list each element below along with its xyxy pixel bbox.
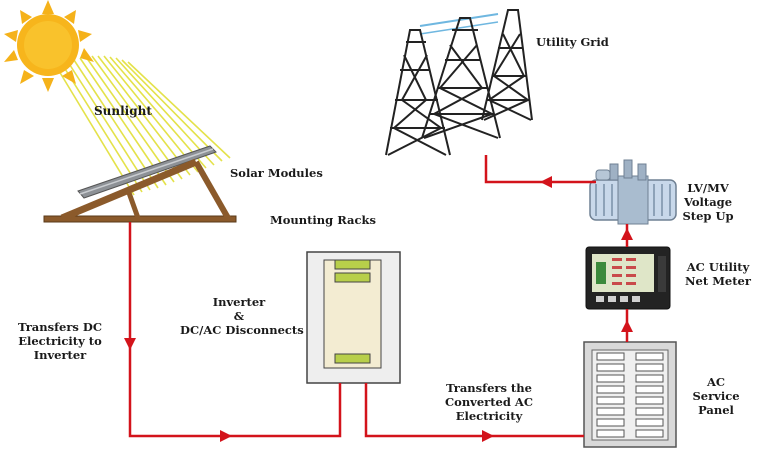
transformer-icon: [589, 159, 677, 225]
sunlight-label: Sunlight: [94, 104, 152, 118]
sun-icon: [4, 0, 94, 92]
sunlight-rays: [55, 55, 231, 196]
service-panel: [583, 341, 677, 448]
mounting-racks-label: Mounting Racks: [270, 213, 376, 227]
step-up-label: LV/MV Voltage Step Up: [682, 181, 734, 223]
net-meter-icon: [585, 246, 671, 310]
net-meter-label: AC Utility Net Meter: [685, 260, 751, 288]
utility-grid-towers: [385, 9, 533, 156]
ac-transfer-label: Transfers the Converted AC Electricity: [445, 381, 533, 423]
utility-grid-label: Utility Grid: [536, 35, 609, 49]
solar-modules-label: Solar Modules: [230, 166, 323, 180]
inverter-box: [306, 251, 401, 384]
solar-module: [77, 145, 217, 199]
inverter-label: Inverter & DC/AC Disconnects: [180, 295, 304, 337]
mounting-rack: [43, 158, 237, 223]
dc-transfer-label: Transfers DC Electricity to Inverter: [18, 320, 102, 362]
wire-arrows: [124, 176, 633, 442]
service-panel-label: AC Service Panel: [692, 375, 740, 417]
